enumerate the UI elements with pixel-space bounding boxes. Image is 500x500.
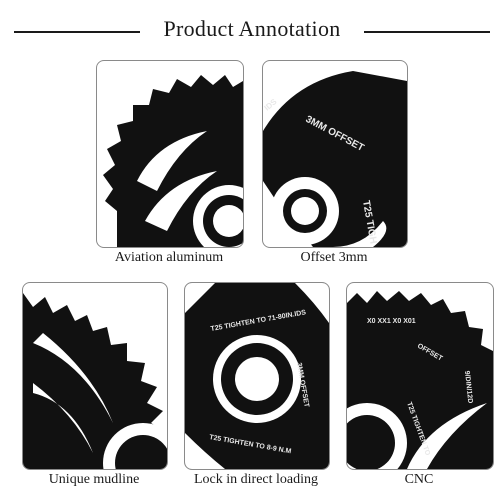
chainring-photo-4: T25 TIGHTEN TO 71-80IN.IDS 3MM OFFSET T2… bbox=[185, 283, 329, 469]
chainring-spokes bbox=[33, 333, 113, 453]
panel-unique-mudline bbox=[22, 282, 168, 470]
caption-unique-mudline: Unique mudline bbox=[48, 472, 140, 487]
spline-hub bbox=[213, 335, 301, 423]
chainring-photo-1 bbox=[103, 75, 243, 247]
engraving-codes: X0 XX1 X0 X01 bbox=[367, 318, 416, 325]
spline-hub bbox=[193, 185, 243, 247]
engraving-spec: 9/DIN/12D bbox=[463, 370, 473, 403]
chainring-photo-3 bbox=[23, 293, 167, 469]
caption-offset-3mm: Offset 3mm bbox=[300, 250, 368, 265]
chainring-photo-5: X0 XX1 X0 X01 OFFSET T25 TIGHTEN TO 9/DI… bbox=[347, 291, 493, 469]
panel-lock-direct-loading: T25 TIGHTEN TO 71-80IN.IDS 3MM OFFSET T2… bbox=[184, 282, 330, 470]
panel-aviation-aluminum bbox=[96, 60, 244, 248]
caption-aviation-aluminum: Aviation aluminum bbox=[114, 250, 224, 265]
page-title: Product Annotation bbox=[163, 16, 341, 41]
chainring-spokes bbox=[185, 283, 329, 469]
header-rule-left bbox=[14, 31, 140, 33]
engraving-ids: IDS bbox=[263, 97, 279, 113]
header: Product Annotation bbox=[0, 0, 500, 62]
chainring-photo-2: 3MM OFFSET T25 TIGH IDS bbox=[263, 71, 407, 247]
header-rule-right bbox=[364, 31, 490, 33]
spline-hub bbox=[103, 423, 167, 469]
panel-cnc: X0 XX1 X0 X01 OFFSET T25 TIGHTEN TO 9/DI… bbox=[346, 282, 494, 470]
caption-lock-direct-loading: Lock in direct loading bbox=[193, 472, 319, 487]
spline-hub bbox=[347, 403, 407, 469]
spline-hub bbox=[271, 177, 339, 245]
chainring-spokes bbox=[137, 131, 217, 231]
panel-offset-3mm: 3MM OFFSET T25 TIGH IDS bbox=[262, 60, 408, 248]
caption-cnc: CNC bbox=[404, 472, 434, 487]
chainring-spokes bbox=[407, 403, 487, 469]
